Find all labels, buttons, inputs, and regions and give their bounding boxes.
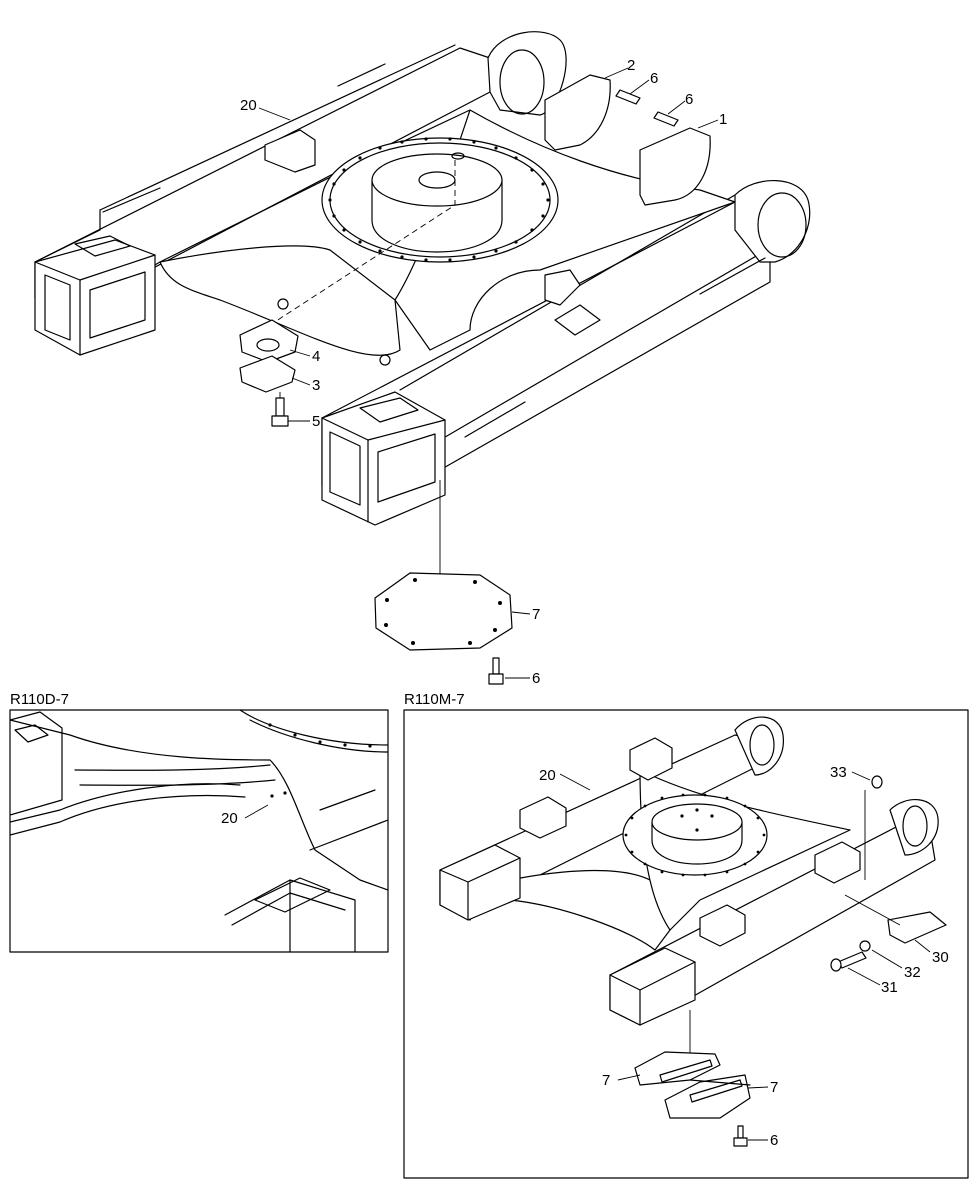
detail-r110m-callout-20: 20 <box>539 767 556 784</box>
detail-r110m-callout-7-b: 7 <box>770 1079 778 1096</box>
callout-5: 5 <box>312 413 320 430</box>
lower-frame-main: 20 2 6 6 1 4 3 5 7 6 <box>34 31 811 687</box>
callout-6-a: 6 <box>650 70 658 87</box>
callout-4: 4 <box>312 348 320 365</box>
bolt-6-lower <box>488 657 504 685</box>
detail-r110d-title: R110D-7 <box>10 691 69 708</box>
callout-20: 20 <box>240 97 257 114</box>
callout-1: 1 <box>719 111 727 128</box>
detail-r110m-callout-33: 33 <box>830 764 847 781</box>
detail-r110d-callout-20: 20 <box>221 810 238 827</box>
callout-3: 3 <box>312 377 320 394</box>
bolt-5 <box>271 392 289 427</box>
m-ring-holes <box>624 793 766 877</box>
detail-r110m-callout-30: 30 <box>932 949 949 966</box>
detail-r110m: R110M-7 <box>403 691 969 1179</box>
callout-7: 7 <box>532 606 540 623</box>
detail-r110m-callout-7-a: 7 <box>602 1072 610 1089</box>
callout-6-c: 6 <box>532 670 540 687</box>
detail-r110m-callout-31: 31 <box>881 979 898 996</box>
detail-r110m-callout-32: 32 <box>904 964 921 981</box>
detail-r110m-title: R110M-7 <box>404 691 465 708</box>
ring-bolt-holes <box>328 137 550 262</box>
bolt-6-upper <box>615 89 679 127</box>
detail-r110m-callout-6: 6 <box>770 1132 778 1149</box>
callout-6-b: 6 <box>685 91 693 108</box>
callout-2: 2 <box>627 57 635 74</box>
detail-r110d: R110D-7 20 <box>9 691 389 953</box>
